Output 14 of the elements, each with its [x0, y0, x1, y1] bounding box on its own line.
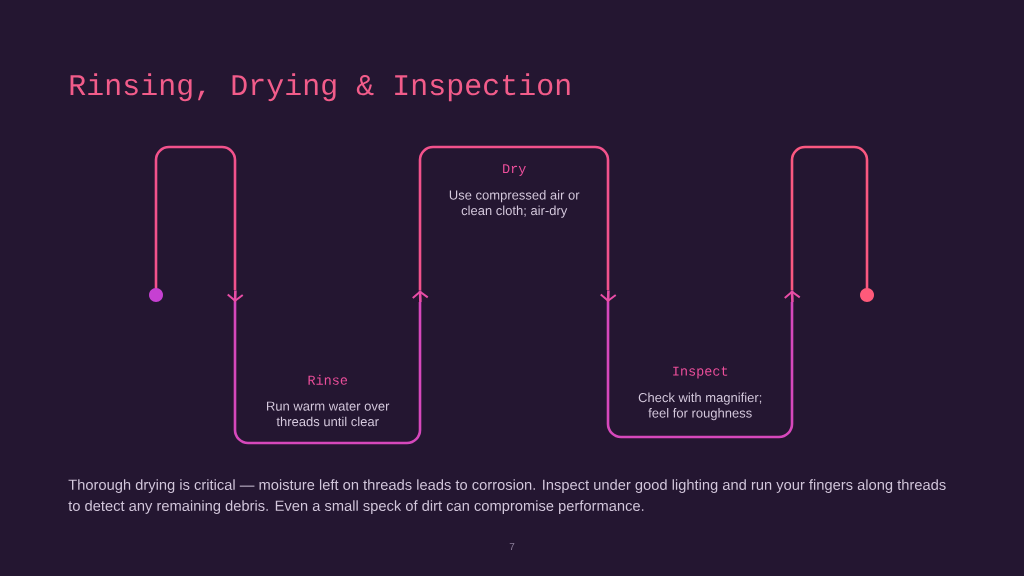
u-turn-line	[418, 145, 610, 290]
step-title: Dry	[503, 164, 526, 176]
slide-title: Rinsing, Drying & Inspection	[70, 73, 570, 102]
u-turn-line	[233, 302, 422, 445]
step-description: Check with magnifier; feel for roughness	[638, 392, 762, 421]
step-description: Use compressed air or clean cloth; air-dry	[449, 190, 580, 218]
step-title: Inspect	[673, 366, 728, 379]
u-turn-line	[606, 302, 794, 439]
page-number: 7	[509, 543, 515, 550]
u-turn-line	[790, 145, 874, 302]
step-description: Run warm water over threads until clear	[267, 401, 390, 427]
body-paragraph: Thorough drying is critical — moisture left on threads leads to corrosion. Inspect under good lighting and run your fingers along threads to detect any remaining debris. Even a small speck of dirt can compromise performance.	[68, 479, 946, 514]
u-turn-line	[149, 145, 237, 302]
step-title: Rinse	[308, 374, 348, 385]
